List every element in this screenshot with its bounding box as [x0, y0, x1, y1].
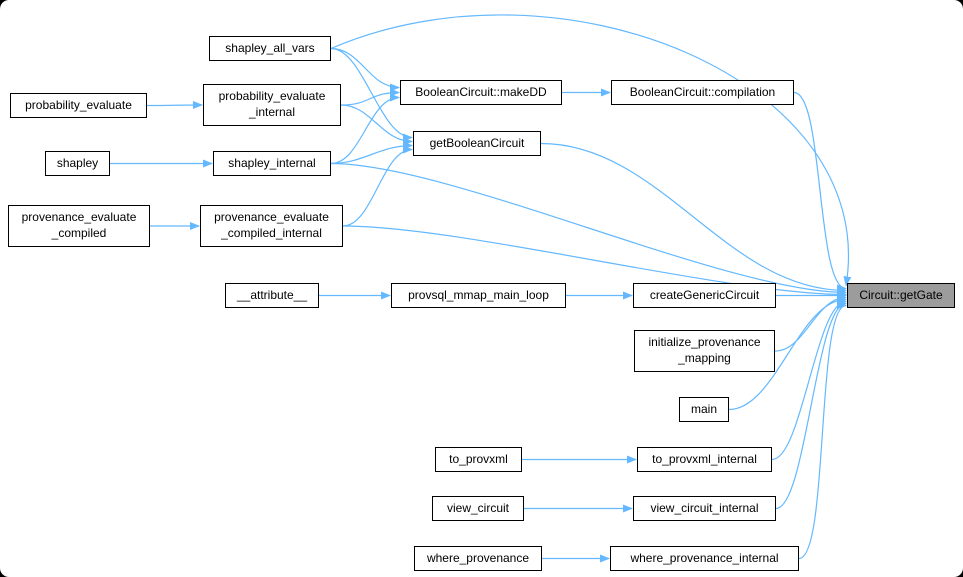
edge-main-to-getGate [728, 295, 847, 411]
node-view-circuit[interactable]: view_circuit [432, 496, 524, 521]
node-where-provenance[interactable]: where_provenance [414, 546, 542, 571]
edge-where_provenance_internal-to-getGate [798, 301, 847, 560]
node-shapley[interactable]: shapley [45, 151, 110, 176]
node-to-provxml-internal[interactable]: to_provxml_internal [637, 447, 772, 472]
edge-shapley_internal-to-getBooleanCircuit [330, 141, 413, 165]
edge-provenance_evaluate_compiled_internal-to-getBooleanCircuit [342, 145, 413, 227]
edge-shapley_all_vars-to-getBooleanCircuit [330, 47, 413, 142]
edge-shapley_internal-to-makeDD [330, 93, 400, 165]
node-create-generic-circuit[interactable]: createGenericCircuit [633, 283, 776, 308]
node-attribute[interactable]: __attribute__ [225, 283, 319, 308]
edge-probability_evaluate-to-probability_evaluate_internal [146, 101, 203, 110]
node-provsql-mmap-main-loop[interactable]: provsql_mmap_main_loop [391, 283, 566, 308]
edge-shapley_internal-to-getGate [330, 162, 847, 297]
node-boolean-circuit-make-dd[interactable]: BooleanCircuit::makeDD [400, 80, 562, 105]
node-view-circuit-internal[interactable]: view_circuit_internal [633, 496, 776, 521]
node-initialize-provenance-mapping[interactable]: initialize_provenance _mapping [634, 330, 775, 372]
edge-provenance_evaluate_compiled_internal-to-getGate [342, 225, 847, 299]
node-where-provenance-internal[interactable]: where_provenance_internal [610, 546, 799, 571]
node-get-boolean-circuit[interactable]: getBooleanCircuit [413, 131, 541, 156]
node-provenance-evaluate-compiled[interactable]: provenance_evaluate _compiled [8, 205, 150, 247]
edge-initialize_provenance_mapping-to-getGate [774, 293, 847, 352]
edge-view_circuit_internal-to-getGate [775, 299, 847, 510]
node-main[interactable]: main [679, 397, 729, 422]
node-shapley-all-vars[interactable]: shapley_all_vars [209, 36, 331, 61]
edge-to_provxml_internal-to-getGate [771, 297, 847, 461]
edge-shapley_all_vars-to-getGate [330, 14, 852, 287]
node-provenance-evaluate-compiled-internal[interactable]: provenance_evaluate _compiled_internal [200, 205, 343, 247]
edge-getBooleanCircuit-to-getGate [540, 142, 847, 295]
edge-probability_evaluate_internal-to-makeDD [340, 88, 400, 106]
node-boolean-circuit-compilation[interactable]: BooleanCircuit::compilation [611, 80, 794, 105]
node-to-provxml[interactable]: to_provxml [435, 447, 522, 472]
node-probability-evaluate[interactable]: probability_evaluate [10, 93, 147, 118]
edge-probability_evaluate_internal-to-getBooleanCircuit [340, 104, 413, 146]
node-circuit-get-gate: Circuit::getGate [847, 283, 955, 308]
edge-shapley_all_vars-to-makeDD [330, 47, 400, 92]
edge-compilation-to-getGate [793, 91, 847, 293]
node-probability-evaluate-internal[interactable]: probability_evaluate _internal [203, 84, 341, 126]
node-shapley-internal[interactable]: shapley_internal [213, 151, 331, 176]
